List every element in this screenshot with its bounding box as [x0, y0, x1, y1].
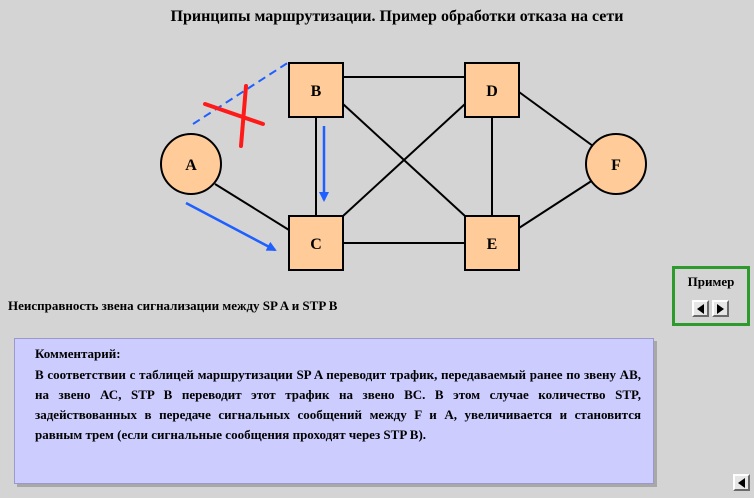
link-d-f	[518, 91, 594, 147]
node-a: A	[160, 133, 222, 195]
node-b: B	[288, 62, 344, 118]
triangle-right-icon	[717, 303, 724, 314]
arrow-a-to-c	[185, 201, 277, 252]
node-f: F	[585, 133, 647, 195]
triangle-left-icon	[697, 303, 704, 314]
node-d: D	[464, 62, 520, 118]
page-title: Принципы маршрутизации. Пример обработки…	[170, 8, 624, 25]
example-next-button[interactable]	[712, 300, 729, 317]
link-a-c	[214, 183, 290, 231]
example-prev-button[interactable]	[692, 300, 709, 317]
link-d-c	[342, 103, 466, 217]
fault-description: Неисправность звена сигнализации между S…	[8, 298, 338, 313]
node-d-label: D	[486, 83, 498, 100]
triangle-left-icon	[738, 477, 745, 488]
example-panel: Пример	[672, 266, 750, 326]
fault-cross-icon	[203, 84, 265, 148]
link-a-b-failed	[192, 61, 290, 125]
node-b-label: B	[311, 83, 322, 100]
back-button[interactable]	[733, 474, 750, 491]
example-label: Пример	[687, 274, 735, 289]
links	[214, 76, 594, 244]
node-e: E	[464, 215, 520, 271]
node-c: C	[288, 215, 344, 271]
comment-title: Комментарий:	[35, 346, 121, 361]
link-e-f	[518, 179, 594, 229]
comment-body: В соответствии с таблицей маршрутизации …	[35, 367, 641, 442]
node-c-label: C	[310, 236, 322, 253]
node-f-label: F	[611, 157, 621, 174]
node-e-label: E	[487, 236, 498, 253]
node-a-label: A	[185, 157, 197, 174]
comment-panel: Комментарий: В соответствии с таблицей м…	[14, 338, 654, 484]
